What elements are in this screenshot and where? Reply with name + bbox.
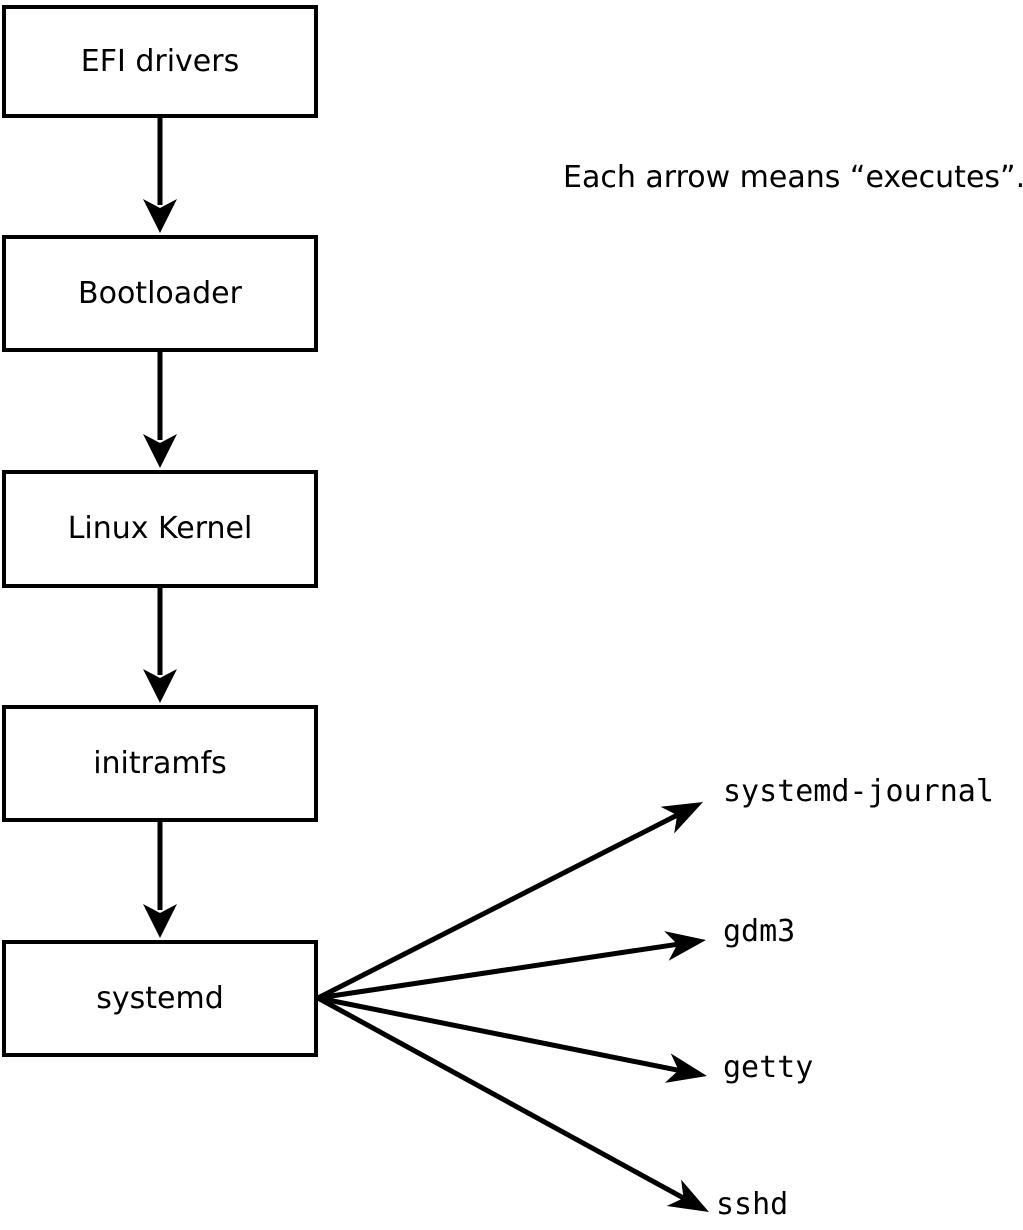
arrow-head <box>143 199 177 233</box>
chain-arrows-group <box>143 118 177 938</box>
chain-arrow-1 <box>143 352 177 468</box>
service-label-systemd-journal[interactable]: systemd-journal <box>723 774 994 809</box>
fanout-arrow-getty <box>317 995 707 1083</box>
chain-arrow-2 <box>143 588 177 703</box>
arrow-shaft <box>316 995 685 1201</box>
arrow-shaft <box>316 812 679 1001</box>
service-label-getty[interactable]: getty <box>723 1050 814 1085</box>
service-label-gdm3[interactable]: gdm3 <box>723 914 796 949</box>
chain-arrow-0 <box>143 118 177 233</box>
arrow-head <box>143 434 177 468</box>
diagram-caption: Each arrow means “executes”. <box>563 160 1023 195</box>
node-box-efi-drivers[interactable]: EFI drivers <box>2 5 318 118</box>
node-box-systemd[interactable]: systemd <box>2 940 318 1057</box>
node-label: EFI drivers <box>80 43 240 79</box>
fanout-arrows-group <box>316 802 709 1212</box>
fanout-arrow-systemd-journal <box>316 802 703 1001</box>
chain-arrow-3 <box>143 822 177 938</box>
node-box-bootloader[interactable]: Bootloader <box>2 235 318 352</box>
arrow-head <box>660 802 703 834</box>
node-box-linux-kernel[interactable]: Linux Kernel <box>2 470 318 588</box>
arrow-shaft <box>317 941 678 1001</box>
fanout-arrow-gdm3 <box>317 931 706 1001</box>
arrow-shaft <box>317 995 680 1073</box>
arrow-head <box>143 904 177 938</box>
service-label-sshd[interactable]: sshd <box>716 1187 789 1222</box>
node-label: Linux Kernel <box>67 511 253 546</box>
node-label: Bootloader <box>78 275 242 311</box>
arrow-head <box>664 931 706 961</box>
arrow-head <box>666 1179 709 1212</box>
arrow-head <box>143 669 177 703</box>
arrow-head <box>664 1053 707 1083</box>
node-box-initramfs[interactable]: initramfs <box>2 705 318 822</box>
node-label: systemd <box>96 980 224 1016</box>
fanout-arrow-sshd <box>316 995 709 1212</box>
node-label: initramfs <box>93 745 227 781</box>
